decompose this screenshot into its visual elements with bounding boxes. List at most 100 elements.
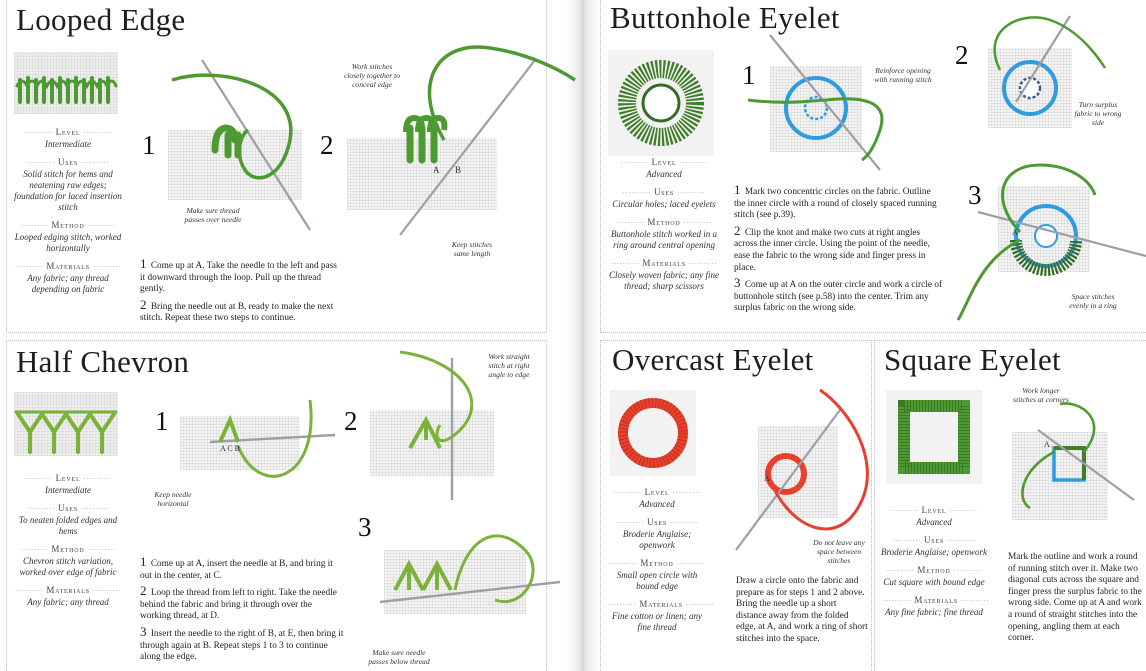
materials-value: Fine cotton or linen; any fine thread [612,611,702,632]
level-label: Level [605,487,709,499]
level-value: Advanced [639,499,675,509]
level-value: Intermediate [45,485,91,495]
half-chevron-step-3-number: 3 [358,512,372,542]
uses-label: Uses [880,535,988,547]
square-eyelet-letter-a: A [1044,440,1050,449]
uses-label: Uses [12,157,124,169]
overcast-eyelet-letter-a: A [764,474,770,483]
looped-edge-step-2-text: Bring the needle out at B, ready to make… [140,301,334,324]
method-label: Method [12,544,124,556]
half-chevron-step-3-illustration [379,534,561,604]
materials-value: Any fabric; any thread [27,597,109,607]
buttonhole-eyelet-note-space: Space stitches evenly in a ring [1069,292,1117,310]
half-chevron-title: Half Chevron [16,344,190,379]
half-chevron-swatch-stitches [14,410,118,454]
buttonhole-eyelet-note-reinforce: Reinforce opening with running stitch [874,66,932,84]
half-chevron-letters-1: A C B [220,444,241,453]
materials-label: Materials [12,261,124,273]
buttonhole-eyelet-step-2-illustration [993,15,1107,116]
overcast-eyelet-illustration [735,388,869,551]
square-eyelet-text: Mark the outline and work a round of run… [1008,552,1142,644]
buttonhole-eyelet-steps: 1 Mark two concentric circles on the fab… [734,182,943,314]
level-value: Intermediate [45,139,91,149]
method-value: Buttonhole stitch worked in a ring aroun… [611,229,717,250]
buttonhole-eyelet-sidebar: Level Advanced Uses Circular holes; lace… [608,150,720,292]
overcast-eyelet-text: Draw a circle onto the fabric and prepar… [736,576,868,644]
looped-edge-sidebar: Level Intermediate Uses Solid stitch for… [12,120,124,295]
uses-label: Uses [608,187,720,199]
materials-label: Materials [608,258,720,270]
looped-edge-step-2-illustration [399,45,576,236]
looped-edge-step-1-illustration [171,59,311,231]
level-label: Level [12,473,124,485]
square-eyelet-panel [874,340,1146,671]
level-value: Advanced [916,517,952,527]
square-eyelet-swatch [886,390,982,484]
looped-edge-letter-b: B [455,165,462,175]
buttonhole-eyelet-step-3-number: 3 [968,180,982,210]
half-chevron-panel [6,340,547,671]
half-chevron-sidebar: Level Intermediate Uses To neaten folded… [12,466,124,608]
buttonhole-eyelet-step-1-text: Mark two concentric circles on the fabri… [734,187,937,221]
buttonhole-eyelet-swatch [608,50,714,156]
materials-value: Any fabric; any thread depending on fabr… [27,273,109,294]
materials-label: Materials [12,585,124,597]
method-value: Chevron stitch variation, worked over ed… [19,556,117,577]
half-chevron-note-horizontal: Keep needle horizontal [154,490,192,508]
buttonhole-eyelet-step-1-illustration [747,34,884,171]
uses-label: Uses [605,517,709,529]
materials-label: Materials [605,599,709,611]
looped-edge-panel [6,0,547,333]
looped-edge-letter-a: A [433,165,440,175]
method-value: Cut square with bound edge [883,577,985,587]
looped-edge-step-1-text: Come up at A. Take the needle to the lef… [140,261,337,295]
square-eyelet-title: Square Eyelet [884,342,1061,377]
square-eyelet-note-corners: Work longer stitches at corners [1013,386,1069,404]
method-value: Looped edging stitch, worked horizontall… [14,232,122,253]
half-chevron-step-1-text: Come up at A, insert the needle at B, an… [140,559,333,581]
half-chevron-step-3-text: Insert the needle to the right of B, at … [140,628,344,663]
looped-edge-steps: 1 Come up at A. Take the needle to the l… [140,256,337,324]
overcast-eyelet-note-space: Do not leave any space between stitches [813,538,865,565]
uses-value: Circular holes; laced eyelets [612,199,716,209]
half-chevron-step-1-illustration [209,399,336,478]
looped-edge-note-thread: Make sure thread passes over needle [184,206,242,224]
looped-edge-swatch-stitches [15,76,118,104]
half-chevron-step-1-fabric [180,416,300,470]
overcast-eyelet-swatch [610,390,696,476]
half-chevron-note-below: Make sure needle passes below thread [368,648,430,666]
square-eyelet-sidebar: Level Advanced Uses Broderie Anglaise; o… [880,498,988,618]
materials-label: Materials [880,595,988,607]
square-eyelet-illustration [1021,402,1135,510]
looped-edge-step-1-number: 1 [142,130,156,160]
half-chevron-step-1-number: 1 [155,406,169,436]
overcast-eyelet-sidebar: Level Advanced Uses Broderie Anglaise; o… [605,480,709,633]
half-chevron-step-2-illustration [399,350,474,500]
half-chevron-steps: 1 Come up at A, insert the needle at B, … [140,554,344,663]
materials-value: Any fine fabric; fine thread [885,607,983,617]
level-value: Advanced [646,169,682,179]
half-chevron-note-straight: Work straight stitch at right angle to e… [488,352,530,379]
half-chevron-step-3-fabric [384,550,526,614]
uses-value: Broderie Anglaise; openwork [622,529,692,550]
uses-value: To neaten folded edges and hems [18,515,118,536]
half-chevron-step-2-text: Loop the thread from left to right. Take… [140,588,337,622]
looped-edge-note-work: Work stitches closely together to concea… [343,62,401,89]
uses-label: Uses [12,503,124,515]
looped-edge-title: Looped Edge [16,2,186,37]
overcast-eyelet-title: Overcast Eyelet [612,342,814,377]
buttonhole-eyelet-step-1-number: 1 [742,60,756,90]
looped-edge-step-2-fabric [347,138,497,210]
buttonhole-eyelet-step-3-illustration [956,163,1146,321]
level-label: Level [12,127,124,139]
method-label: Method [12,220,124,232]
buttonhole-eyelet-title: Buttonhole Eyelet [610,0,840,35]
materials-value: Closely woven fabric; any fine thread; s… [609,270,719,291]
method-value: Small open circle with bound edge [616,570,698,591]
half-chevron-step-2-fabric [370,410,494,476]
buttonhole-eyelet-note-turn: Turn surplus fabric to wrong side [1074,100,1122,127]
buttonhole-eyelet-panel [600,0,1146,333]
buttonhole-eyelet-letter-a: A [1012,228,1018,237]
method-label: Method [880,565,988,577]
half-chevron-step-2-number: 2 [344,406,358,436]
